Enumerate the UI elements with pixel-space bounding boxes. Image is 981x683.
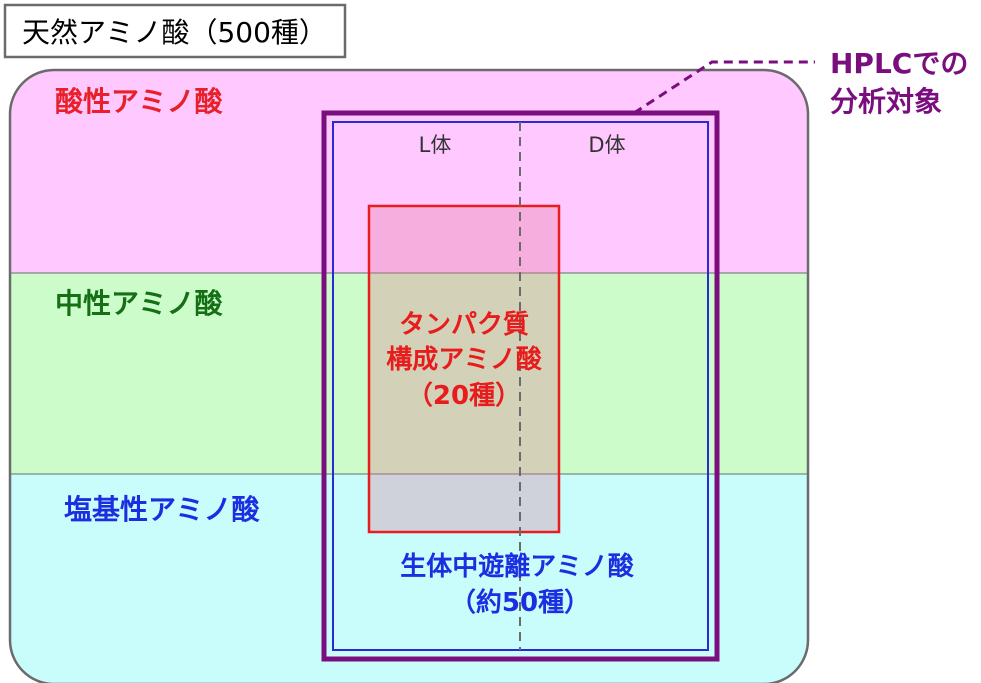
acidic-zone — [10, 70, 808, 273]
protein-line-2: 構成アミノ酸 — [386, 345, 542, 375]
title-text: 天然アミノ酸（500種） — [22, 16, 327, 49]
hplc-callout: HPLCでの 分析対象 — [633, 47, 968, 118]
hplc-label-line-1: HPLCでの — [830, 47, 968, 80]
zone-layer — [10, 70, 808, 683]
free-amino-acid-text: 生体中遊離アミノ酸 （約50種） — [400, 551, 634, 618]
title-frame — [3, 3, 347, 59]
neutral-zone-label: 中性アミノ酸 — [55, 287, 223, 320]
protein-line-3: （20種） — [407, 381, 521, 411]
neutral-zone — [10, 273, 808, 474]
hplc-callout-line — [633, 60, 815, 115]
free-line-1: 生体中遊離アミノ酸 — [400, 551, 634, 582]
basic-zone-label: 塩基性アミノ酸 — [64, 493, 260, 526]
basic-zone — [10, 474, 808, 683]
natural-amino-acid-frame — [8, 68, 810, 683]
free-line-2: （約50種） — [450, 587, 590, 618]
title-box: 天然アミノ酸（500種） — [3, 3, 347, 59]
hplc-analysis-frame — [321, 110, 720, 662]
hplc-label-line-2: 分析対象 — [830, 85, 942, 118]
d-form-label: D体 — [588, 133, 625, 157]
l-form-label: L体 — [419, 133, 452, 157]
protein-line-1: タンパク質 — [399, 310, 529, 340]
acidic-zone-label: 酸性アミノ酸 — [55, 85, 223, 118]
protein-amino-acid-text: タンパク質 構成アミノ酸 （20種） — [386, 310, 542, 411]
protein-amino-acid-box — [367, 204, 561, 534]
